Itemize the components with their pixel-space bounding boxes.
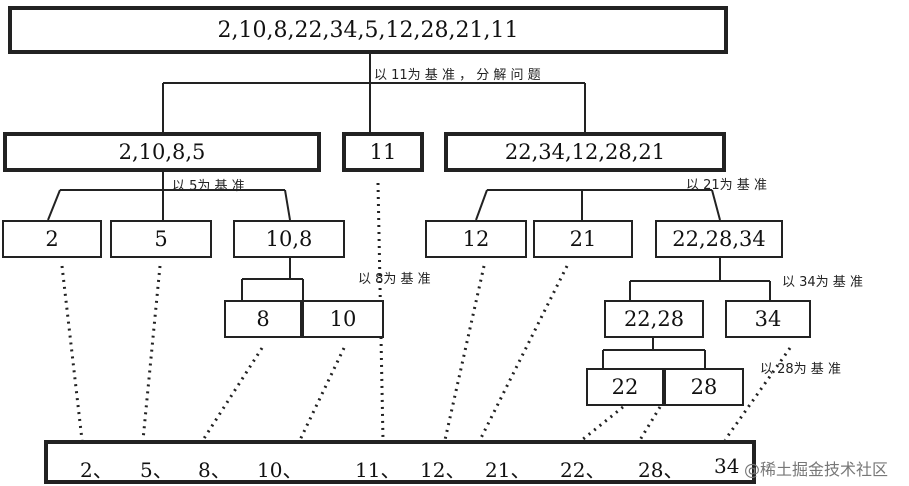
right-partition-box: 22,34,12,28,21 <box>444 132 726 172</box>
dotted-link <box>141 265 162 441</box>
dotted-link <box>60 265 84 441</box>
dotted-link <box>298 347 346 441</box>
node-2-box: 2 <box>2 220 102 258</box>
connector <box>475 189 488 221</box>
result-item: 2、 <box>80 458 113 482</box>
result-item: 8、 <box>198 458 231 482</box>
dotted-link <box>201 347 264 441</box>
node-5-box: 5 <box>110 220 212 258</box>
pivot-28-label: 以 28为 基 准 <box>760 362 841 377</box>
pivot-11-box: 11 <box>342 132 424 172</box>
pivot-5-label: 以 5为 基 准 <box>172 179 245 194</box>
watermark: @稀土掘金技术社区 <box>744 460 889 479</box>
result-item: 12、 <box>420 458 466 482</box>
connector <box>284 189 291 221</box>
dotted-link <box>478 265 569 441</box>
node-21-box: 21 <box>533 220 633 258</box>
result-item: 11、 <box>355 458 401 482</box>
result-item: 21、 <box>485 458 531 482</box>
pivot-34-label: 以 34为 基 准 <box>782 275 863 290</box>
sorted-result-box <box>44 440 756 484</box>
dotted-link <box>376 182 385 441</box>
node-12-box: 12 <box>425 220 527 258</box>
result-item: 34 <box>714 454 740 478</box>
dotted-link <box>723 347 792 441</box>
result-item: 10、 <box>257 458 303 482</box>
node-10-box: 10 <box>302 300 384 338</box>
dotted-link <box>638 406 662 441</box>
connector <box>711 189 721 221</box>
node-28-box: 28 <box>664 368 744 406</box>
dotted-link <box>581 405 624 442</box>
result-item: 28、 <box>638 458 684 482</box>
pivot-8-label: 以 8为 基 准 <box>358 272 431 287</box>
connector <box>47 189 61 221</box>
node-22-28-box: 22,28 <box>604 300 704 338</box>
pivot-21-label: 以 21为 基 准 <box>686 178 767 193</box>
result-item: 22、 <box>560 458 606 482</box>
node-10-8-box: 10,8 <box>233 220 345 258</box>
node-22-box: 22 <box>586 368 664 406</box>
left-partition-box: 2,10,8,5 <box>3 132 321 172</box>
root-array-box: 2,10,8,22,34,5,12,28,21,11 <box>8 6 728 54</box>
node-8-box: 8 <box>224 300 302 338</box>
pivot-11-label: 以 11为 基 准 ， 分 解 问 题 <box>374 68 541 83</box>
node-22-28-34-box: 22,28,34 <box>655 220 783 258</box>
result-item: 5、 <box>140 458 173 482</box>
node-34-box: 34 <box>725 300 811 338</box>
dotted-link <box>443 265 486 441</box>
